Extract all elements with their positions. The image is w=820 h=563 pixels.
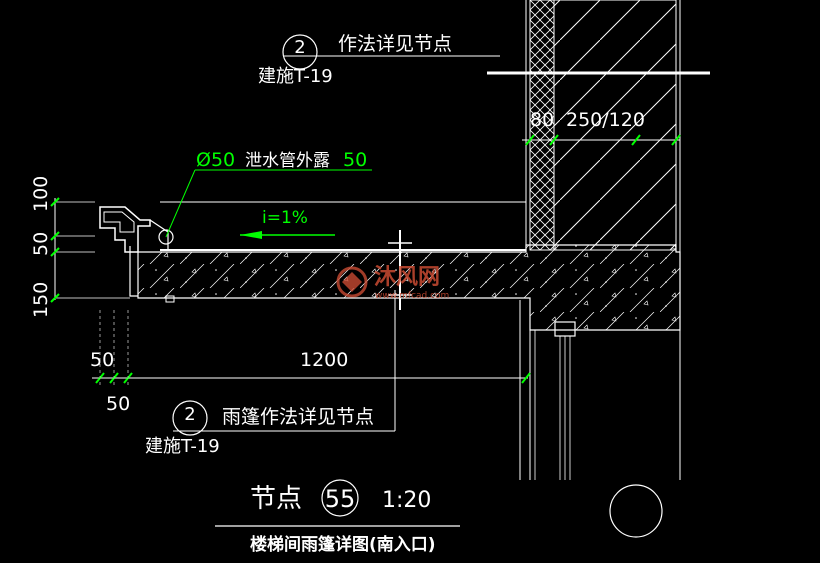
- slope-label: i=1%: [262, 208, 308, 228]
- dim-left-1: 50: [30, 232, 52, 256]
- ref-bottom-text: 雨篷作法详见节点: [222, 406, 374, 428]
- beam-below: [519, 300, 681, 538]
- dim-bottom-line: [92, 310, 531, 385]
- drain-note-length: 50: [343, 149, 367, 171]
- ref-bottom-symbol: [172, 290, 396, 436]
- ref-top-text: 作法详见节点: [338, 33, 452, 55]
- node-number-circle: [321, 479, 359, 517]
- dim-top-0: 80: [530, 109, 554, 131]
- ref-bottom-sheet: 建施T-19: [145, 436, 220, 457]
- dim-bottom-1: 50: [106, 393, 130, 415]
- node-label: 节点: [250, 484, 302, 514]
- watermark-cn: 沐风网: [374, 265, 440, 290]
- dim-left-0: 100: [30, 176, 52, 212]
- watermark-url: www.mfcad.com: [375, 291, 449, 301]
- drawing-caption: 楼梯间雨篷详图(南入口): [250, 534, 436, 555]
- slope-arrow: [240, 231, 335, 239]
- drain-note-text: 泄水管外露: [245, 151, 330, 171]
- drain-note-prefix: Ø50: [196, 149, 235, 171]
- section-cut: [388, 230, 412, 310]
- ref-top-sheet: 建施T-19: [258, 66, 333, 87]
- ref-top-symbol: [282, 34, 500, 70]
- dim-bottom-2: 1200: [300, 349, 348, 371]
- dim-top-1: 250/120: [566, 109, 645, 131]
- dim-left-2: 150: [30, 282, 52, 318]
- dim-left-line: [50, 197, 130, 303]
- wall-structure: [487, 0, 710, 330]
- watermark-logo: [336, 266, 368, 298]
- node-scale: 1:20: [382, 488, 431, 513]
- drain-leader: [165, 169, 372, 238]
- node-number: 55: [325, 485, 356, 513]
- ref-top-number: 2: [294, 37, 305, 58]
- dim-top-line: [522, 134, 681, 146]
- canopy-slab: [99, 201, 681, 331]
- ref-bottom-number: 2: [184, 404, 195, 425]
- dim-bottom-0: 50: [90, 349, 114, 371]
